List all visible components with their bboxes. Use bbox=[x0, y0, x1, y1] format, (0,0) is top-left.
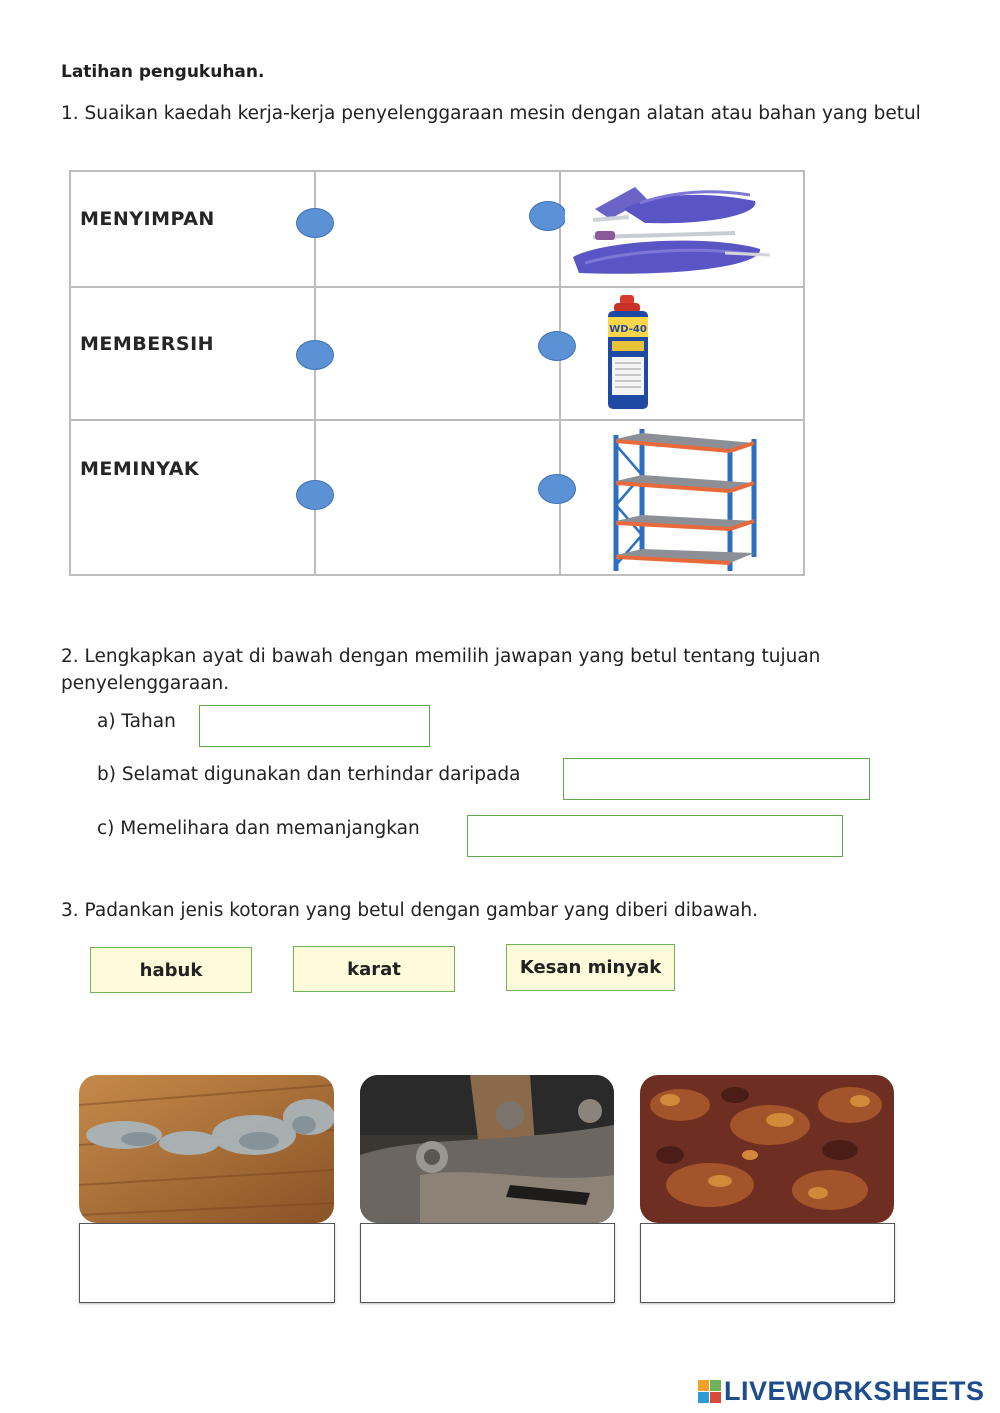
left-match-dot-2[interactable] bbox=[296, 340, 334, 370]
option-chip-karat[interactable]: karat bbox=[293, 946, 455, 992]
table-row-divider-1 bbox=[69, 286, 805, 288]
storage-rack-icon bbox=[613, 429, 757, 571]
option-chip-kesan-minyak[interactable]: Kesan minyak bbox=[506, 944, 675, 991]
option-chip-habuk[interactable]: habuk bbox=[90, 947, 252, 993]
row-label-membersih: MEMBERSIH bbox=[80, 333, 215, 355]
right-match-dot-2[interactable] bbox=[538, 331, 576, 361]
oily-engine-photo bbox=[360, 1075, 614, 1223]
duster-icon bbox=[565, 173, 775, 285]
table-row-divider-2 bbox=[69, 419, 805, 421]
dust-photo bbox=[79, 1075, 334, 1223]
answer-a-input[interactable] bbox=[199, 705, 430, 747]
item-a-label: a) Tahan bbox=[97, 711, 176, 732]
left-match-dot-1[interactable] bbox=[296, 208, 334, 238]
table-border-top bbox=[69, 170, 805, 172]
question-3-prompt: 3. Padankan jenis kotoran yang betul den… bbox=[61, 900, 758, 921]
right-match-dot-3[interactable] bbox=[538, 474, 576, 504]
logo-grid-icon bbox=[698, 1380, 721, 1403]
row-label-meminyak: MEMINYAK bbox=[80, 458, 200, 480]
item-c-label: c) Memelihara dan memanjangkan bbox=[97, 818, 420, 839]
can-brand-label: WD-40 bbox=[609, 324, 647, 335]
left-match-dot-3[interactable] bbox=[296, 480, 334, 510]
row-label-menyimpan: MENYIMPAN bbox=[80, 208, 215, 230]
liveworksheets-logo: LIVEWORKSHEETS bbox=[698, 1376, 985, 1407]
page-title: Latihan pengukuhan. bbox=[61, 62, 265, 82]
answer-box-oil[interactable] bbox=[360, 1223, 615, 1303]
answer-b-input[interactable] bbox=[563, 758, 870, 800]
table-border-bottom bbox=[69, 574, 805, 576]
rust-photo bbox=[640, 1075, 894, 1223]
logo-text: LIVEWORKSHEETS bbox=[724, 1376, 985, 1406]
right-match-dot-1[interactable] bbox=[529, 201, 567, 231]
answer-box-dust[interactable] bbox=[79, 1223, 335, 1303]
lubricant-spray-can-icon: WD-40 bbox=[608, 295, 648, 409]
answer-c-input[interactable] bbox=[467, 815, 843, 857]
question-2-prompt: 2. Lengkapkan ayat di bawah dengan memil… bbox=[61, 646, 821, 694]
table-divider-2 bbox=[559, 171, 561, 575]
question-1-prompt: 1. Suaikan kaedah kerja-kerja penyelengg… bbox=[61, 103, 921, 124]
table-border-right bbox=[803, 171, 805, 575]
answer-box-rust[interactable] bbox=[640, 1223, 895, 1303]
table-divider-1 bbox=[314, 171, 316, 575]
item-b-label: b) Selamat digunakan dan terhindar darip… bbox=[97, 764, 521, 785]
table-border-left bbox=[69, 171, 71, 575]
